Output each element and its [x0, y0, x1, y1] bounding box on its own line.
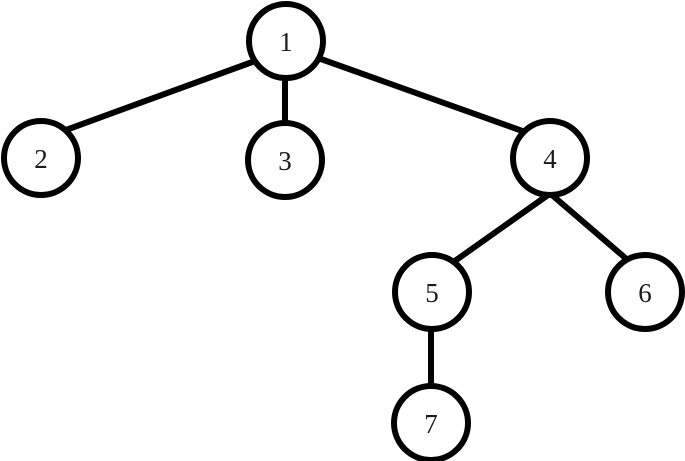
node-label-5: 5 — [425, 278, 439, 308]
tree-edge-n4-n5 — [449, 192, 551, 266]
tree-node-7[interactable]: 7 — [391, 383, 471, 461]
tree-edge-n1-n2 — [63, 58, 258, 133]
node-label-2: 2 — [34, 144, 48, 174]
node-label-1: 1 — [279, 27, 293, 57]
tree-edge-n1-n4 — [315, 55, 531, 136]
node-circle-4[interactable] — [510, 118, 590, 198]
node-circle-6[interactable] — [605, 252, 685, 332]
node-label-4: 4 — [543, 144, 557, 174]
node-label-3: 3 — [278, 146, 292, 176]
tree-node-1[interactable]: 1 — [246, 1, 326, 81]
node-label-6: 6 — [638, 278, 652, 308]
node-circle-7[interactable] — [391, 383, 471, 461]
node-circle-2[interactable] — [1, 118, 81, 198]
tree-node-2[interactable]: 2 — [1, 118, 81, 198]
tree-node-4[interactable]: 4 — [510, 118, 590, 198]
node-circle-3[interactable] — [245, 120, 325, 200]
tree-edge-n4-n6 — [549, 192, 633, 265]
tree-node-6[interactable]: 6 — [605, 252, 685, 332]
node-circle-5[interactable] — [392, 252, 472, 332]
node-circle-1[interactable] — [246, 1, 326, 81]
edges-group — [63, 55, 633, 389]
tree-node-5[interactable]: 5 — [392, 252, 472, 332]
tree-node-3[interactable]: 3 — [245, 120, 325, 200]
node-label-7: 7 — [424, 409, 438, 439]
